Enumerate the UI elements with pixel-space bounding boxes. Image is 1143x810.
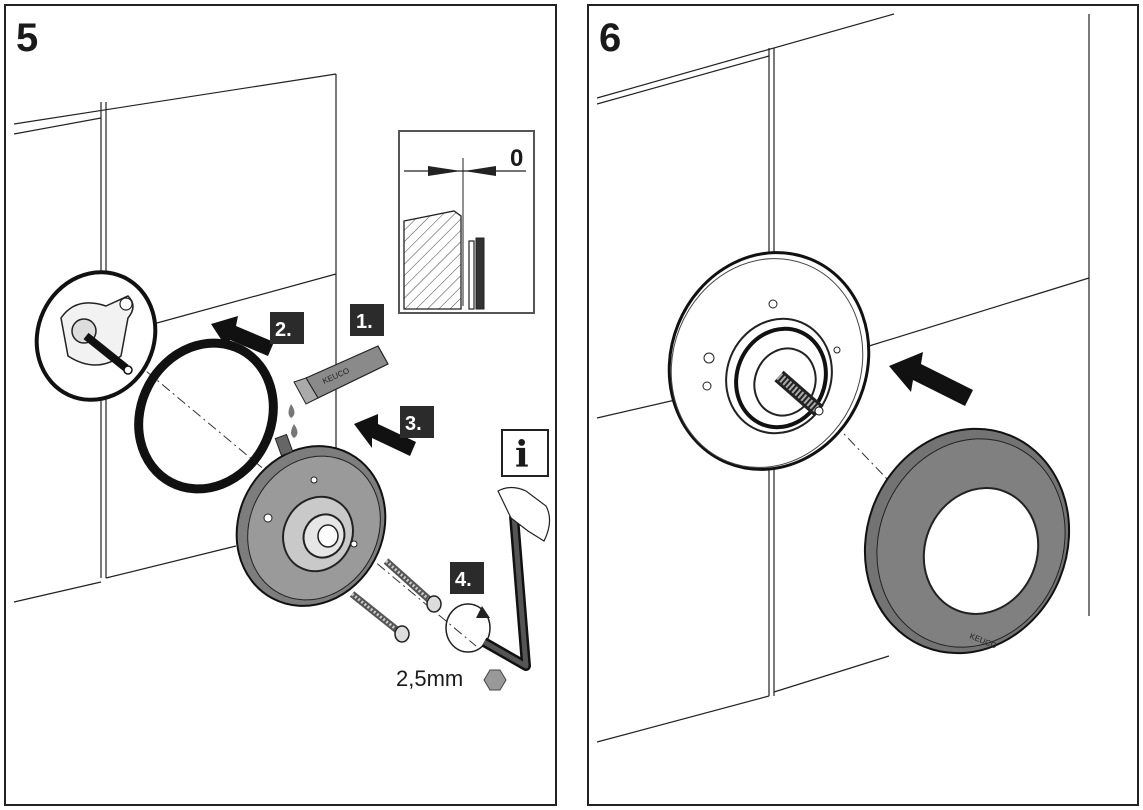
step-5-illustration: 0 KEUCO [13,73,551,691]
step-badge-2-label: 2. [275,319,292,341]
gap-detail-inset [398,130,535,314]
mounting-screws [349,558,442,643]
hex-icon [483,669,507,691]
rotation-icon [445,603,491,653]
push-arrow-icon [889,352,973,406]
step-6-panel: 6 [587,4,1139,806]
arrow-3-icon [354,414,416,456]
step-6-number: 6 [599,16,622,60]
gap-dimension-label: 0 [510,145,523,172]
step-badge-3: 3. [400,406,434,438]
mounted-base-plate [667,251,871,471]
hex-key-tool [481,486,551,671]
seal-ring [134,338,278,494]
mounting-plate [34,270,158,402]
step-badge-1: 1. [350,304,384,336]
direction-arrows [211,316,416,456]
step-badge-4-label: 4. [455,569,472,591]
step-badge-1-label: 1. [356,311,373,333]
step-6-illustration: KEUCO [596,13,1090,743]
step-badge-2: 2. [270,312,304,344]
hex-size-label: 2,5mm [396,666,463,691]
info-symbol: i [515,434,529,476]
base-plate [235,433,387,607]
grease-tube: KEUCO [288,345,389,438]
step-badge-4: 4. [450,562,484,594]
arrow-2-icon [211,316,274,356]
step-5-number: 5 [16,16,39,60]
cover-rosette: KEUCO [863,427,1071,655]
step-badge-3-label: 3. [405,413,422,435]
info-box [501,429,549,477]
step-5-panel: 5 0 [4,4,557,806]
